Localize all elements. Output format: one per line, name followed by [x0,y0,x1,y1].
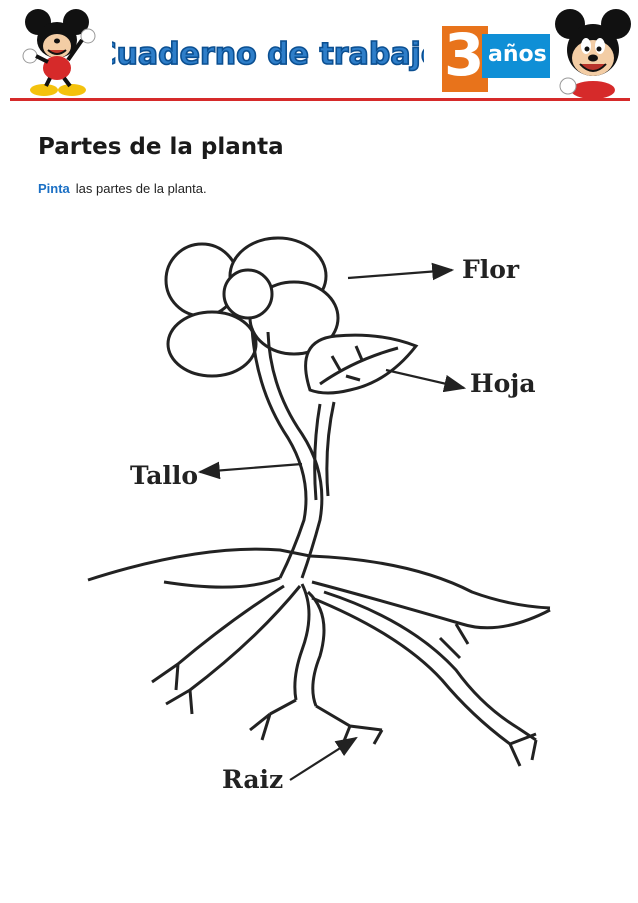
label-flower: Flor [462,255,520,284]
age-number: 3 [444,22,484,88]
leaf-arrow [386,370,464,388]
ground-line [88,549,550,608]
label-root: Raiz [222,765,283,794]
banner-title: Cuaderno de trabajo [112,26,424,78]
label-leaf: Hoja [470,369,536,398]
instruction-verb: Pinta [38,181,70,196]
banner-title-text: Cuaderno de trabajo [112,37,424,72]
stem-arrow [200,464,302,472]
age-word: años [488,40,547,70]
roots-drawing [152,578,550,766]
flower-arrow [348,270,452,278]
root-arrow [290,738,356,780]
mascot-face-icon [552,6,634,98]
header-divider [10,98,630,101]
mascot-waving-icon [10,8,102,98]
age-badge: 3 años [442,26,550,92]
plant-diagram: Flor Hoja Tallo Raiz [80,220,560,820]
label-stem: Tallo [130,461,198,490]
worksheet-header: Cuaderno de trabajo 3 años [0,0,638,104]
page-title: Partes de la planta [38,134,284,160]
instruction-text: Pinta las partes de la planta. [38,181,207,196]
leaf-drawing [306,335,416,393]
instruction-rest: las partes de la planta. [76,181,207,196]
